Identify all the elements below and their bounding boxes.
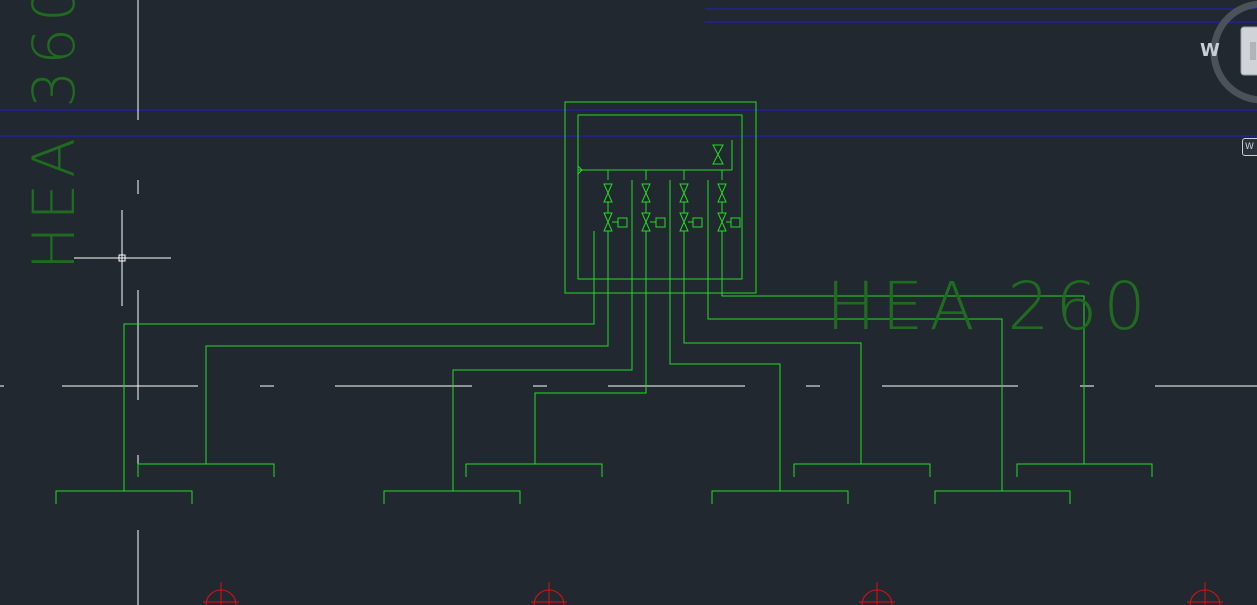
column-marker-icon [203,582,239,605]
valve-icon [603,183,613,203]
valve-actuator-icon [692,217,703,228]
valve-icon [679,183,689,203]
column-markers [203,582,1223,605]
manifold-enclosure[interactable] [564,101,757,294]
member-label-vertical: HEA 360 [20,0,88,270]
valve-actuator-icon [617,217,628,228]
axis-lines [0,8,1257,137]
viewcube-face [1240,26,1257,76]
crosshair-cursor-icon [74,210,171,306]
column-marker-icon [531,582,567,605]
valve-icon [717,183,727,203]
valve-icon [712,144,724,165]
pipe-routes[interactable] [123,180,1085,491]
valve-group [603,144,741,232]
column-marker-icon [1187,582,1223,605]
valve-actuator-icon [730,217,741,228]
viewcube-wcs-badge[interactable]: W [1242,138,1257,156]
viewcube[interactable] [1210,0,1257,104]
valve-icon [603,212,613,232]
member-label-horizontal: HEA 260 [826,268,1152,345]
valve-icon [717,212,727,232]
viewcube-ring-icon [1210,0,1257,104]
valve-actuator-icon [655,217,666,228]
valve-icon [641,183,651,203]
outlet-headers[interactable] [55,463,1153,504]
valve-icon [641,212,651,232]
viewcube-compass-letter[interactable]: W [1200,40,1220,61]
column-marker-icon [859,582,895,605]
valve-icon [679,212,689,232]
